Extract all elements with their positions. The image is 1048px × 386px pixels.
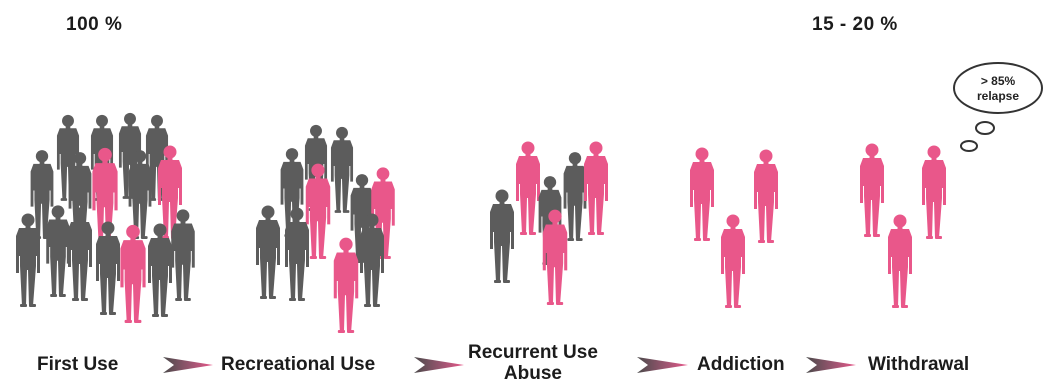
stage-label-first-use: First Use xyxy=(37,354,119,375)
group-recreational-use xyxy=(256,124,395,334)
percent-left-label: 100 % xyxy=(66,14,123,35)
percent-right-label: 15 - 20 % xyxy=(812,14,898,35)
thought-cloud-line1: > 85% xyxy=(980,74,1016,88)
person-pink xyxy=(333,237,359,334)
arrow-right-icon xyxy=(163,357,213,373)
group-addiction xyxy=(690,147,778,308)
group-withdrawal xyxy=(860,143,946,308)
stage-label-recurrent-line2: Abuse xyxy=(503,363,562,384)
person-pink xyxy=(721,214,745,308)
person-gray xyxy=(490,189,514,283)
person-pink xyxy=(922,145,946,239)
group-first-use xyxy=(16,112,195,324)
arrow-right-icon xyxy=(806,357,856,373)
stage-label-recreational-use: Recreational Use xyxy=(221,354,376,375)
stage-label-recurrent-line1: Recurrent Use xyxy=(468,342,598,363)
person-gray xyxy=(68,207,92,301)
stage-label-recurrent-use-abuse: Recurrent Use Abuse xyxy=(468,342,598,384)
group-recurrent-use-abuse xyxy=(490,141,608,306)
person-gray xyxy=(46,205,70,297)
arrow-right-icon xyxy=(637,357,688,373)
person-gray xyxy=(330,126,354,213)
person-gray xyxy=(256,205,280,299)
thought-cloud-text: > 85% relapse xyxy=(952,74,1044,104)
person-pink xyxy=(584,141,608,235)
person-pink xyxy=(754,149,778,243)
thought-cloud xyxy=(953,62,1043,152)
arrow-right-icon xyxy=(414,357,464,373)
thought-cloud-line2: relapse xyxy=(976,89,1020,103)
person-gray xyxy=(563,152,587,241)
person-pink xyxy=(516,141,540,235)
stage-label-addiction: Addiction xyxy=(697,354,785,375)
person-pink xyxy=(888,214,912,308)
person-pink xyxy=(860,143,884,237)
person-pink xyxy=(120,224,146,324)
stage-label-withdrawal: Withdrawal xyxy=(868,354,970,375)
person-pink xyxy=(690,147,714,241)
